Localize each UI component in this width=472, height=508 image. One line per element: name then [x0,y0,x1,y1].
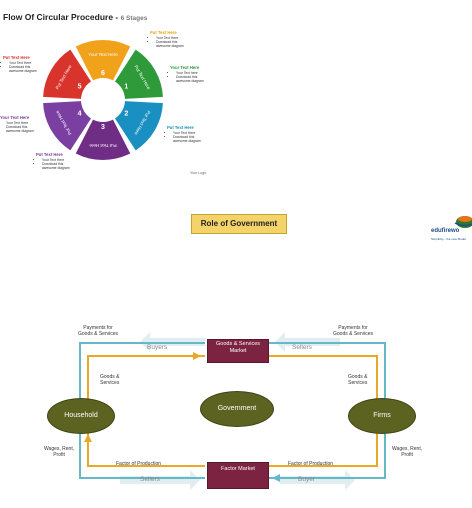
wheel-segment [75,119,131,161]
government-node: Government [200,391,274,427]
note-heading: Put Text Here [150,30,177,35]
goods-label-left: Goods & Services [100,374,120,386]
goods-label-right: Goods & Services [348,374,368,386]
arrowhead [193,352,201,360]
slide1-title-text: Flow Of Circular Procedure - [3,12,121,22]
note-bottom: Put Text Here Your Text HereDownload thi… [36,152,76,170]
buyer-label-bottom: Buyer [298,476,315,483]
role-of-government-slide: Role of Government edufirewo Simplicity … [0,208,472,508]
wheel-segment [114,101,163,151]
goods-services-market: Goods & Services Market [207,339,269,363]
goods-flow-top-right [268,355,378,403]
wheel-segment-number: 4 [78,111,82,118]
money-flow-top-right [268,342,386,403]
note-bullet: Download this awesome diagram [176,75,210,83]
firms-node: Firms [348,398,416,434]
wheel-segment-number: 2 [124,111,128,118]
wheel-segment-label: Your Text Here [88,52,118,57]
note-bullet: Your Text Here [42,158,76,162]
note-heading: Put Text Here [3,55,30,60]
factor-label-right: Factor of Production [288,461,334,467]
goods-flow-bottom-right [268,430,378,467]
factor-label-left: Factor of Production [116,461,162,467]
payments-label-left: Payments for Goods & Services [78,325,119,337]
arrowhead [84,434,92,442]
household-node: Household [47,398,115,434]
note-bottom-right: Put Text Here Your Text HereDownload thi… [167,125,207,143]
note-bullet: Download this awesome diagram [42,162,76,170]
goods-flow-top-left [87,355,205,403]
note-top-right: Put Text Here Your Text HereDownload thi… [150,30,186,48]
brand-tagline: Simplicity - the new Model [431,237,466,241]
wheel-segment-number: 6 [101,70,105,77]
flow-arrow-bottom-right [280,470,355,490]
note-right: Your Text Here Your Text hereDownload th… [170,65,210,83]
wheel-center [84,81,122,119]
money-flow-bottom-left [79,430,205,479]
wheel-segment-number: 3 [101,124,105,131]
slide1-title: Flow Of Circular Procedure - 6 Stages [3,12,147,22]
sellers-label-top: Sellers [292,344,312,351]
note-bullet: Your Text here [176,71,210,75]
note-bullet: Download this awesome diagram [9,65,43,73]
note-bullet: Download this awesome diagram [156,40,186,48]
brand-name: edufirewo [431,228,460,234]
wheel-segment [114,49,163,99]
note-heading: Your Text Here [170,65,200,70]
note-bullet: Your Text Here [9,61,43,65]
note-heading: Your Text Here [0,115,30,120]
your-logo: Your Logo [190,171,207,175]
slide1-subtitle: 6 Stages [120,15,148,22]
brand-logo: edufirewo Simplicity - the new Model [431,212,472,242]
globe-icon [454,216,472,228]
note-bullet: Download this awesome diagram [173,135,207,143]
note-top-left: Put Text Here Your Text HereDownload thi… [3,55,43,73]
note-bullet: Your Text Here [6,121,40,125]
wages-label-right: Wages, Rent, Profit [392,446,423,458]
note-bullet: Download this awesome diagram [6,125,40,133]
money-flow-bottom-right [268,430,386,479]
flow-arrow-bottom-left [120,470,200,490]
wheel-segment [43,101,92,151]
wheel-segment-number: 5 [78,84,82,91]
note-left: Your Text Here Your Text HereDownload th… [0,115,40,133]
note-bullet: Your Text Here [173,131,207,135]
note-heading: Put Text Here [36,152,63,157]
slide2-title: Role of Government [191,214,287,234]
wheel-segment-label: Put Text Here [89,143,117,148]
factor-market: Factor Market [207,462,269,489]
wheel-segment-number: 1 [124,84,128,91]
buyers-label: Buyers [147,344,168,351]
arrowhead [272,474,280,482]
circular-procedure-slide: Flow Of Circular Procedure - 6 Stages Yo… [0,6,216,178]
sellers-label-bottom: Sellers [140,476,160,483]
wheel-segment [75,39,131,81]
note-heading: Put Text Here [167,125,194,130]
wages-label-left: Wages, Rent, Profit [44,446,75,458]
money-flow-top-left [79,342,205,403]
wheel-segment [43,49,92,99]
note-bullet: Your Text Here [156,36,186,40]
payments-label-right: Payments for Goods & Services [333,325,374,337]
